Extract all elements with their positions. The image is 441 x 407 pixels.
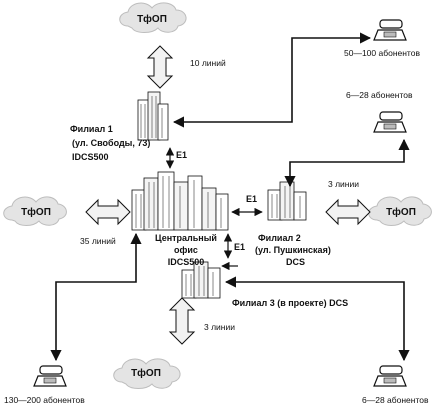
phone-icon-top-right — [373, 19, 407, 41]
double-arrow-right — [325, 198, 371, 226]
link-branch3-subscribers — [224, 276, 410, 362]
phone-icon-bottom-right — [373, 365, 407, 387]
cloud-label: ТфОП — [386, 206, 416, 218]
e1-label-branch3: E1 — [234, 242, 245, 252]
phone-icon-bottom-left — [33, 365, 67, 387]
building-branch2 — [267, 181, 307, 221]
cloud-label: ТфОП — [137, 13, 167, 25]
branch2-label-line2: (ул. Пушкинская) — [255, 245, 331, 255]
central-label-line3: IDCS500 — [168, 257, 205, 267]
right-lines-label: 3 линии — [328, 179, 359, 189]
double-arrow-bottom — [168, 297, 196, 345]
subscribers-top-right: 50—100 абонентов — [344, 48, 420, 58]
e1-label-branch2: E1 — [246, 194, 257, 204]
branch1-label-line3: IDCS500 — [72, 152, 109, 162]
bottom-lines-label: 3 линии — [204, 322, 235, 332]
building-branch3 — [181, 261, 221, 299]
subscribers-bottom-right: 6—28 абонентов — [362, 395, 429, 405]
link-branch1-subscribers — [172, 32, 372, 128]
pstn-cloud-left: ТфОП — [3, 196, 67, 226]
cloud-label: ТфОП — [131, 367, 161, 379]
branch1-label: Филиал 1 (ул. Свободы, 73) IDCS500 — [70, 124, 150, 162]
branch3-label: Филиал 3 (в проекте) DCS — [232, 298, 348, 308]
branch2-label: Филиал 2 (ул. Пушкинская) DCS — [255, 233, 331, 267]
building-central — [131, 171, 229, 231]
pstn-cloud-top: ТфОП — [119, 2, 187, 33]
central-label-line2: офис — [174, 245, 198, 255]
central-label: Центральный офис IDCS500 — [155, 233, 217, 267]
branch1-label-line2: (ул. Свободы, 73) — [72, 138, 150, 148]
double-arrow-left — [85, 198, 131, 226]
e1-label-branch1: E1 — [176, 150, 187, 160]
pstn-cloud-right: ТфОП — [368, 196, 432, 226]
branch2-label-line1: Филиал 2 — [258, 233, 301, 243]
subscribers-mid-right: 6—28 абонентов — [346, 90, 413, 100]
top-lines-label: 10 линий — [190, 58, 226, 68]
building-branch1 — [137, 91, 169, 141]
phone-icon-mid-right — [373, 111, 407, 133]
link-branch2-subscribers — [284, 138, 410, 188]
link-central-subscribers — [50, 232, 142, 362]
branch1-label-line1: Филиал 1 — [70, 124, 113, 134]
left-lines-label: 35 линий — [80, 236, 116, 246]
double-arrow-top — [146, 45, 174, 89]
pstn-cloud-bottom: ТфОП — [113, 358, 181, 389]
branch2-label-line3: DCS — [286, 257, 305, 267]
cloud-label: ТфОП — [21, 206, 51, 218]
central-label-line1: Центральный — [155, 233, 217, 243]
subscribers-bottom-left: 130—200 абонентов — [4, 395, 85, 405]
